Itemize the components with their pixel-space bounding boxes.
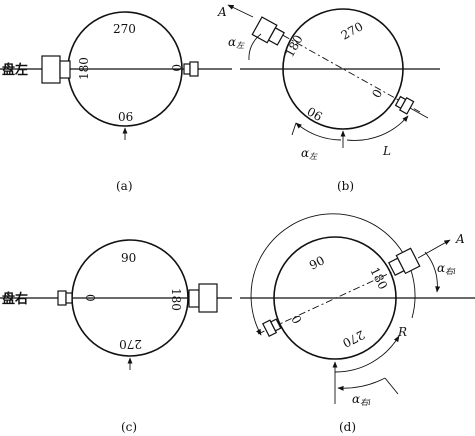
telescope-tube-b <box>267 27 285 46</box>
scale-mark-right-a: 0 <box>169 64 183 72</box>
scale-mark-top-b: 270 <box>339 19 366 42</box>
caption-b: (b) <box>337 179 354 193</box>
rotated-diameter-d <box>257 260 417 335</box>
objective-end-c <box>57 290 67 306</box>
panel-d: A α右i 90 0 180 270 R α右i (d) <box>240 213 475 434</box>
telescope-tube-a <box>59 60 71 79</box>
panel-b: A α左 270 180 0 06 α左 L (b) <box>217 4 440 193</box>
scale-mark-bottom-c: 270 <box>119 337 142 351</box>
arc-label-R: R <box>397 325 407 339</box>
scale-circle-d <box>273 236 397 360</box>
panel-a: 盘左 270 180 0 06 (a) <box>0 11 232 193</box>
side-label-disk-left: 盘左 <box>2 62 28 78</box>
angle-label-top-b: α左 <box>228 35 245 50</box>
telescope-eyepiece-d <box>395 247 421 275</box>
objective-end-a <box>189 61 199 77</box>
angle-symbol-bottom-b: α <box>301 146 309 160</box>
caption-a: (a) <box>116 179 133 193</box>
scale-circle-b <box>282 8 404 130</box>
scale-mark-top-c: 90 <box>121 251 136 265</box>
direction-label-A-d: A <box>455 232 465 246</box>
angle-subscript-bottom-b: 左 <box>309 152 318 161</box>
direction-arrow-d <box>417 239 451 259</box>
angle-subscript-top-b: 左 <box>236 41 245 50</box>
panel-c: 盘右 90 0 180 270 (c) <box>0 239 232 434</box>
reading-arc-R <box>334 335 400 373</box>
angle-arc-right-d <box>424 251 441 293</box>
direction-arrow-b <box>227 4 254 18</box>
objective-ray-b <box>409 107 429 119</box>
reading-arc-L <box>346 115 409 141</box>
angle-label-bottom-d: α右i <box>352 392 371 407</box>
angle-subscript-right-d: 右i <box>445 267 456 276</box>
scale-mark-bottom-b: 06 <box>305 104 325 124</box>
side-label-disk-right: 盘右 <box>2 291 28 307</box>
tick-bottom-left-b <box>291 122 297 136</box>
telescope-eyepiece-a <box>41 55 61 84</box>
telescope-eyepiece-c <box>198 283 218 313</box>
angle-label-right-d: α右i <box>437 261 456 276</box>
scale-mark-right-c: 180 <box>169 288 183 311</box>
scale-mark-right-b: 0 <box>369 87 385 100</box>
scale-mark-left-a: 180 <box>77 57 91 80</box>
direction-label-A-b: A <box>217 5 227 19</box>
tick-bottom-right-d <box>384 377 399 395</box>
scale-mark-left-d: 0 <box>288 313 304 326</box>
scale-mark-bottom-a: 06 <box>118 110 133 124</box>
rotated-diameter-b <box>269 27 421 113</box>
angle-symbol-right-d: α <box>437 261 445 275</box>
objective-cap-c <box>65 292 73 304</box>
angle-arc-bottom-d <box>337 377 386 391</box>
caption-c: (c) <box>121 420 137 434</box>
objective-cap-a <box>183 63 191 75</box>
caption-d: (d) <box>339 420 356 434</box>
scale-mark-bottom-d: 270 <box>340 327 367 350</box>
objective-cap-d <box>270 318 282 332</box>
angle-subscript-bottom-d: 右i <box>360 398 371 407</box>
angle-label-bottom-b: α左 <box>301 146 318 161</box>
telescope-tube-c <box>188 289 200 308</box>
angle-arc-top-b <box>248 33 262 61</box>
angle-symbol-bottom-d: α <box>352 392 360 406</box>
scale-mark-top-a: 270 <box>113 22 136 36</box>
scale-mark-right-d: 180 <box>367 265 390 292</box>
arc-label-L: L <box>382 144 391 158</box>
angle-arc-bottom-b <box>295 122 342 141</box>
scale-mark-top-d: 90 <box>307 253 327 272</box>
scale-mark-left-c: 0 <box>83 294 97 302</box>
angle-symbol-top-b: α <box>228 35 236 49</box>
